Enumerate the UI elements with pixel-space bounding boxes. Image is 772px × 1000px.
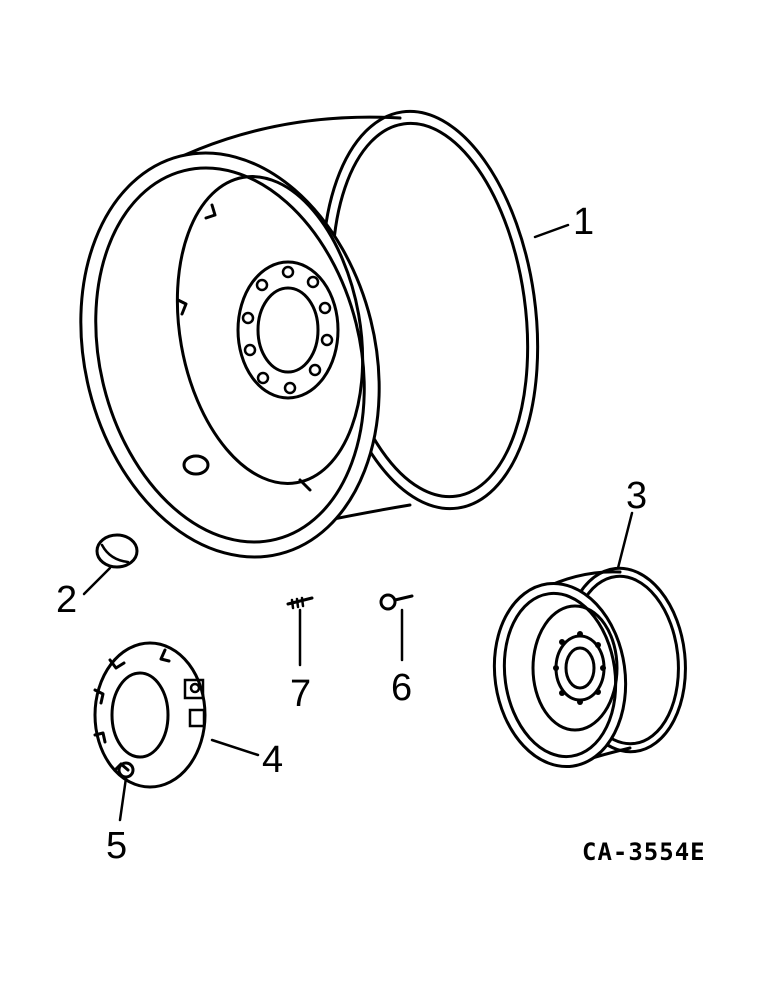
- callout-2: 2: [56, 579, 77, 621]
- bolt-holes-large: [241, 265, 334, 395]
- callout-6: 6: [391, 667, 412, 709]
- wheel-stud: [286, 596, 314, 610]
- small-wheel: [492, 566, 687, 769]
- callout-4: 4: [262, 739, 283, 781]
- callout-1: 1: [573, 201, 594, 243]
- drawing-code: CA-3554E: [582, 838, 706, 866]
- hub-clamp: [93, 641, 207, 789]
- callout-3: 3: [626, 475, 647, 517]
- wheel-bolt: [379, 593, 414, 611]
- callout-5: 5: [106, 825, 127, 867]
- leader-lines: [82, 223, 634, 822]
- large-wheel-rim: [79, 109, 540, 559]
- callout-7: 7: [290, 673, 311, 715]
- valve-cap: [95, 533, 139, 569]
